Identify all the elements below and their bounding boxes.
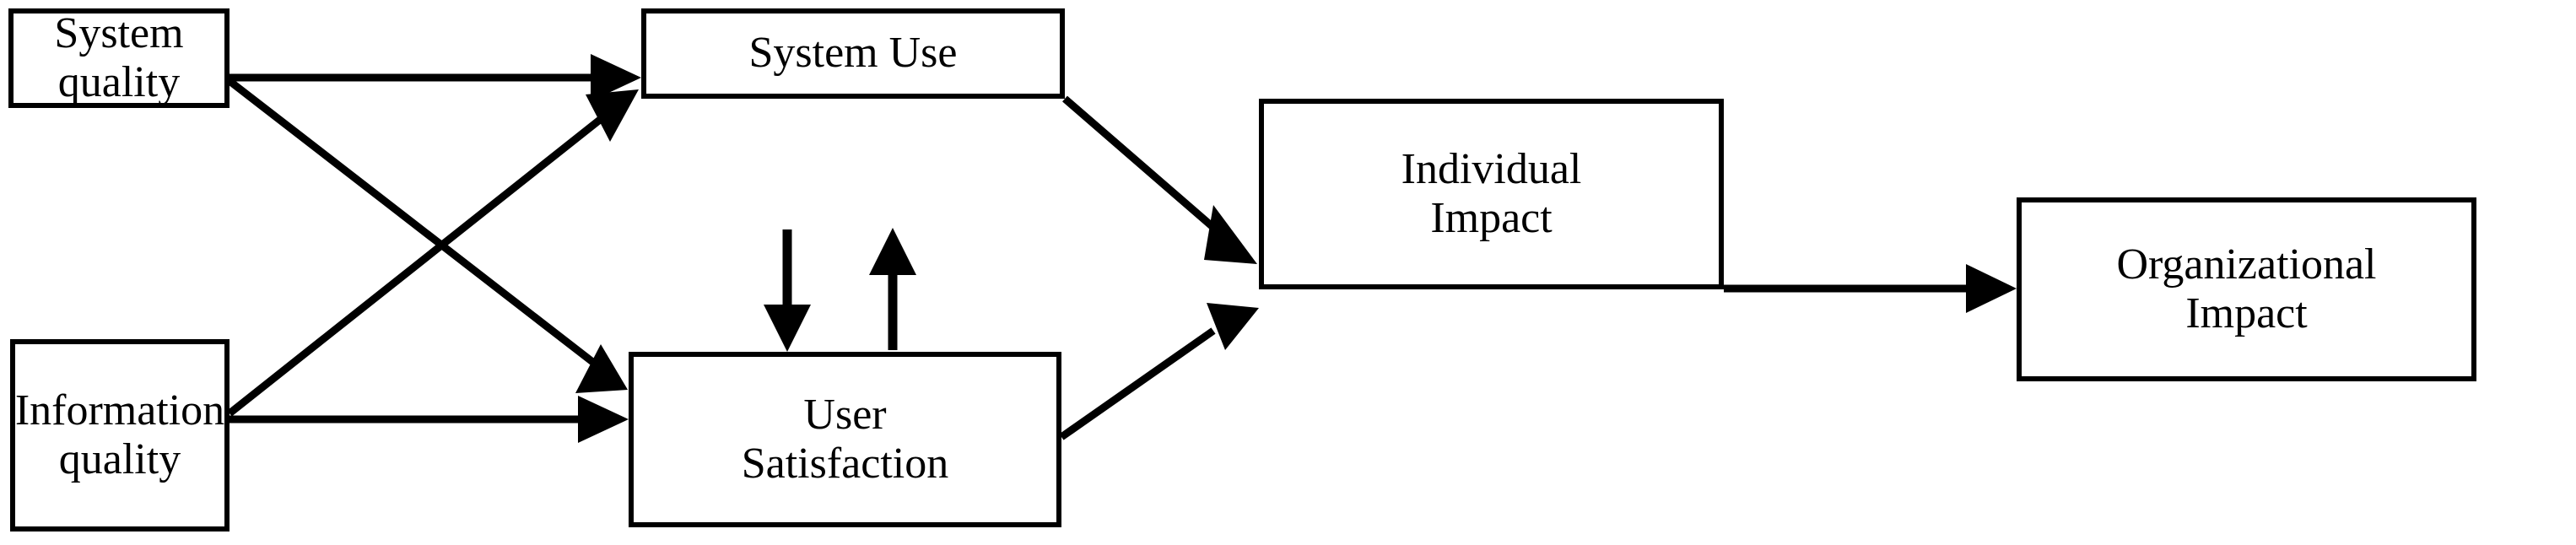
- node-system-use[interactable]: System Use: [641, 8, 1065, 99]
- node-individual-impact-line-1: Individual: [1401, 144, 1582, 193]
- node-system-use-line-1: System Use: [748, 29, 958, 78]
- edge-user-satisfaction-to-system-use: [869, 228, 916, 350]
- node-system-quality-line-1: System: [54, 8, 184, 57]
- node-user-satisfaction-line-2: Satisfaction: [741, 440, 949, 488]
- node-system-quality[interactable]: System quality: [8, 8, 230, 108]
- node-individual-impact[interactable]: Individual Impact: [1259, 99, 1724, 289]
- edge-system-quality-to-user-satisfaction: [227, 78, 628, 393]
- edge-system-quality-to-system-use: [230, 54, 641, 101]
- node-system-quality-line-2: quality: [57, 58, 181, 106]
- node-individual-impact-line-2: Impact: [1430, 194, 1553, 242]
- edge-information-quality-to-system-use: [227, 89, 639, 417]
- node-organizational-impact-line-1: Organizational: [2116, 240, 2377, 289]
- edge-information-quality-to-user-satisfaction: [230, 396, 629, 443]
- node-organizational-impact[interactable]: Organizational Impact: [2017, 197, 2476, 381]
- node-information-quality-line-2: quality: [58, 435, 181, 483]
- edge-system-use-to-individual-impact: [1062, 95, 1257, 264]
- edge-system-use-to-user-satisfaction: [764, 229, 811, 352]
- node-information-quality[interactable]: Information quality: [10, 339, 230, 532]
- node-information-quality-line-1: Information: [14, 386, 225, 434]
- node-user-satisfaction[interactable]: User Satisfaction: [629, 352, 1061, 527]
- edge-user-satisfaction-to-individual-impact: [1059, 303, 1259, 440]
- node-organizational-impact-line-2: Impact: [2185, 289, 2308, 337]
- node-user-satisfaction-line-1: User: [803, 390, 887, 439]
- edge-individual-impact-to-organizational-impact: [1724, 264, 2017, 313]
